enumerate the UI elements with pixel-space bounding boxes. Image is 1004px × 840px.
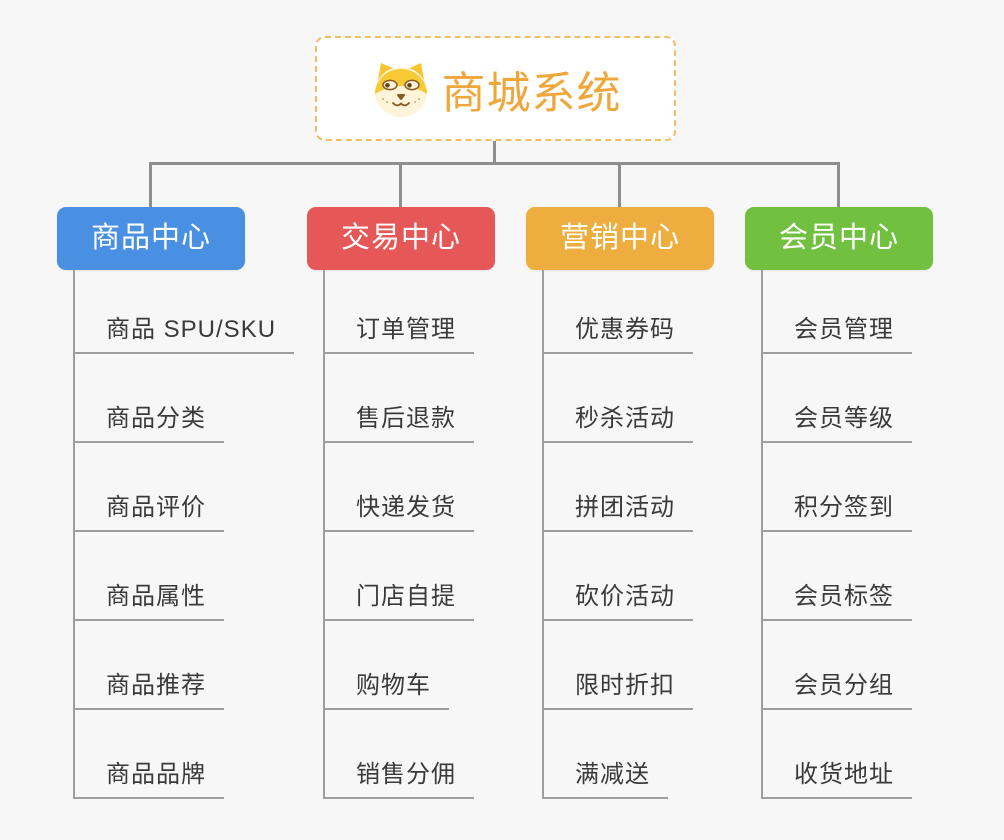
connector-stub [149,162,152,208]
branch-item[interactable]: 商品属性 [73,576,224,621]
branch-item[interactable]: 快递发货 [323,487,474,532]
branch-header-trade-center[interactable]: 交易中心 [307,207,495,270]
branch-item[interactable]: 限时折扣 [542,665,693,710]
branch-item[interactable]: 商品品牌 [73,754,224,799]
branch-item[interactable]: 售后退款 [323,398,474,443]
branch-marketing-center: 营销中心 优惠券码 秒杀活动 拼团活动 砍价活动 限时折扣 满减送 [526,0,786,840]
branch-line [542,270,544,799]
connector-stub [837,162,840,208]
branch-item[interactable]: 收货地址 [761,754,912,799]
root-title: 商城系统 [441,68,622,118]
branch-line [761,270,763,799]
connector-root-stem [493,140,496,165]
branch-product-center: 商品中心 商品 SPU/SKU 商品分类 商品评价 商品属性 商品推荐 商品品牌 [57,0,317,840]
branch-item[interactable]: 秒杀活动 [542,398,693,443]
branch-item[interactable]: 拼团活动 [542,487,693,532]
branch-item[interactable]: 商品评价 [73,487,224,532]
branch-item[interactable]: 商品推荐 [73,665,224,710]
branch-header-member-center[interactable]: 会员中心 [745,207,933,270]
branch-line [323,270,325,799]
branch-item[interactable]: 会员分组 [761,665,912,710]
branch-item[interactable]: 满减送 [542,754,668,799]
branch-item[interactable]: 砍价活动 [542,576,693,621]
branch-item[interactable]: 积分签到 [761,487,912,532]
branch-item[interactable]: 商品分类 [73,398,224,443]
dog-face-icon [370,60,432,118]
branch-header-marketing-center[interactable]: 营销中心 [526,207,714,270]
branch-item[interactable]: 订单管理 [323,309,474,354]
branch-trade-center: 交易中心 订单管理 售后退款 快递发货 门店自提 购物车 销售分佣 [307,0,567,840]
branch-item[interactable]: 门店自提 [323,576,474,621]
branch-item[interactable]: 购物车 [323,665,449,710]
branch-header-product-center[interactable]: 商品中心 [57,207,245,270]
branch-item[interactable]: 优惠券码 [542,309,693,354]
connector-horizontal-bar [149,162,840,165]
branch-item[interactable]: 会员管理 [761,309,912,354]
branch-member-center: 会员中心 会员管理 会员等级 积分签到 会员标签 会员分组 收货地址 [745,0,1004,840]
branch-item[interactable]: 商品 SPU/SKU [73,309,295,354]
branch-item[interactable]: 会员等级 [761,398,912,443]
root-node[interactable]: 商城系统 [315,36,676,141]
branch-item[interactable]: 销售分佣 [323,754,474,799]
connector-stub [618,162,621,208]
branch-item[interactable]: 会员标签 [761,576,912,621]
connector-stub [399,162,402,208]
branch-line [73,270,75,799]
